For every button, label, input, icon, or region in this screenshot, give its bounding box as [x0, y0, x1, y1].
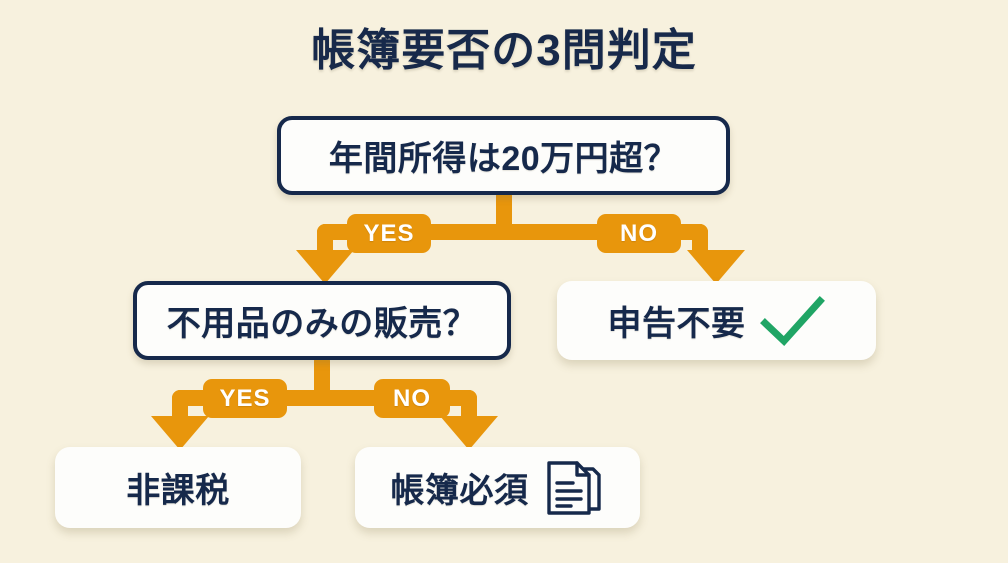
arrowhead-q1-no — [687, 250, 745, 284]
check-icon — [759, 295, 826, 347]
edge-label-q2-no: NO — [374, 379, 450, 418]
documents-icon — [543, 457, 605, 519]
decision-node-q1[interactable]: 年間所得は20万円超？ — [277, 116, 730, 195]
result-node-ledger[interactable]: 帳簿必須 — [355, 447, 640, 528]
decision-node-q2[interactable]: 不用品のみの販売？ — [133, 281, 511, 360]
page-title: 帳簿要否の3問判定 — [311, 26, 697, 75]
result-label-no-filing: 申告不要 — [607, 305, 746, 343]
decision-label-q2: 不用品のみの販売？ — [166, 305, 478, 343]
edge-label-q1-no: NO — [597, 214, 681, 253]
arrowhead-q2-no — [440, 416, 498, 450]
result-node-no-filing[interactable]: 申告不要 — [557, 281, 876, 360]
edge-label-q2-yes: YES — [203, 379, 287, 418]
arrowhead-q1-yes — [296, 250, 354, 284]
arrowhead-q2-yes — [151, 416, 209, 450]
result-label-ledger: 帳簿必須 — [390, 472, 529, 510]
decision-label-q1: 年間所得は20万円超？ — [328, 140, 679, 178]
result-label-tax-free: 非課税 — [126, 472, 230, 510]
edge-label-q1-yes: YES — [347, 214, 431, 253]
result-node-tax-free[interactable]: 非課税 — [55, 447, 301, 528]
